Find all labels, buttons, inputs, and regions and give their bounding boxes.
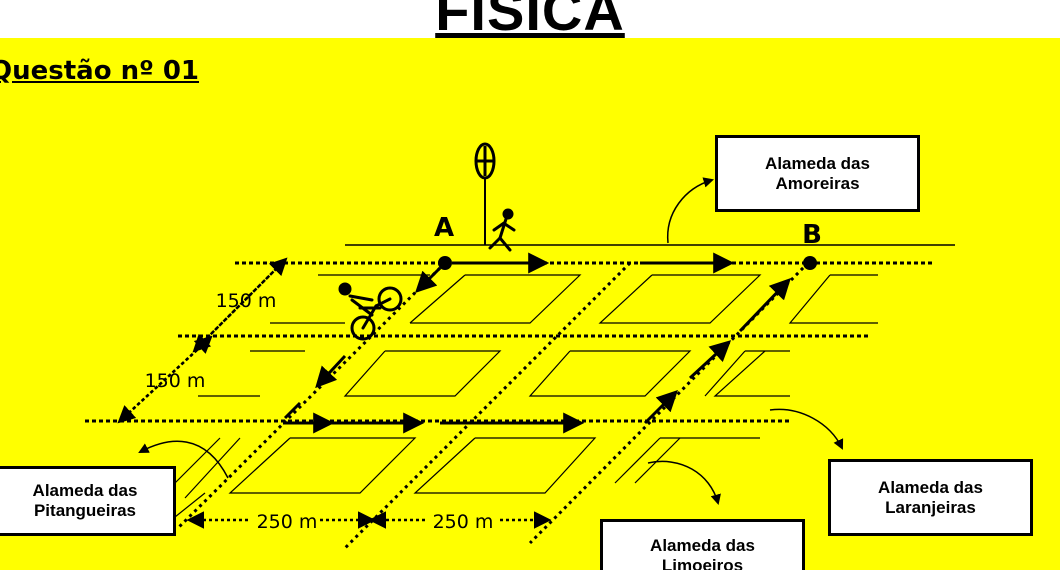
city-blocks	[154, 274, 878, 534]
horizontal-streets	[85, 261, 935, 423]
street-diagonal-middle	[343, 261, 632, 550]
distance-label-left: 250 m	[257, 511, 318, 533]
street-label-limoeiros: Alameda das Limoeiros	[600, 519, 805, 570]
traffic-sign-icon	[474, 142, 496, 245]
page-header: FÍSICA	[0, 0, 1060, 38]
question-panel: Questão nº 01	[0, 38, 1060, 570]
point-a-label: A	[434, 213, 454, 243]
question-title: Questão nº 01	[0, 56, 200, 86]
point-a-marker	[438, 256, 452, 270]
distance-label-right: 250 m	[433, 511, 494, 533]
subject-title: FÍSICA	[435, 0, 625, 38]
street-map-diagram: A B 150 m 150 m 250 m 250 m	[85, 142, 955, 550]
point-b-marker	[803, 256, 817, 270]
street-label-amoreiras: Alameda das Amoreiras	[715, 135, 920, 212]
callout-arrows	[138, 177, 844, 506]
street-label-laranjeiras: Alameda das Laranjeiras	[828, 459, 1033, 536]
runner-icon	[488, 208, 516, 252]
cyclist-icon	[338, 282, 403, 341]
distance-label-mid: 150 m	[145, 370, 206, 392]
distance-markers	[117, 257, 552, 529]
cyclist-path	[283, 266, 791, 434]
street-label-pitangueiras: Alameda das Pitangueiras	[0, 466, 176, 536]
point-b-label: B	[802, 220, 822, 250]
distance-label-top: 150 m	[216, 290, 277, 312]
